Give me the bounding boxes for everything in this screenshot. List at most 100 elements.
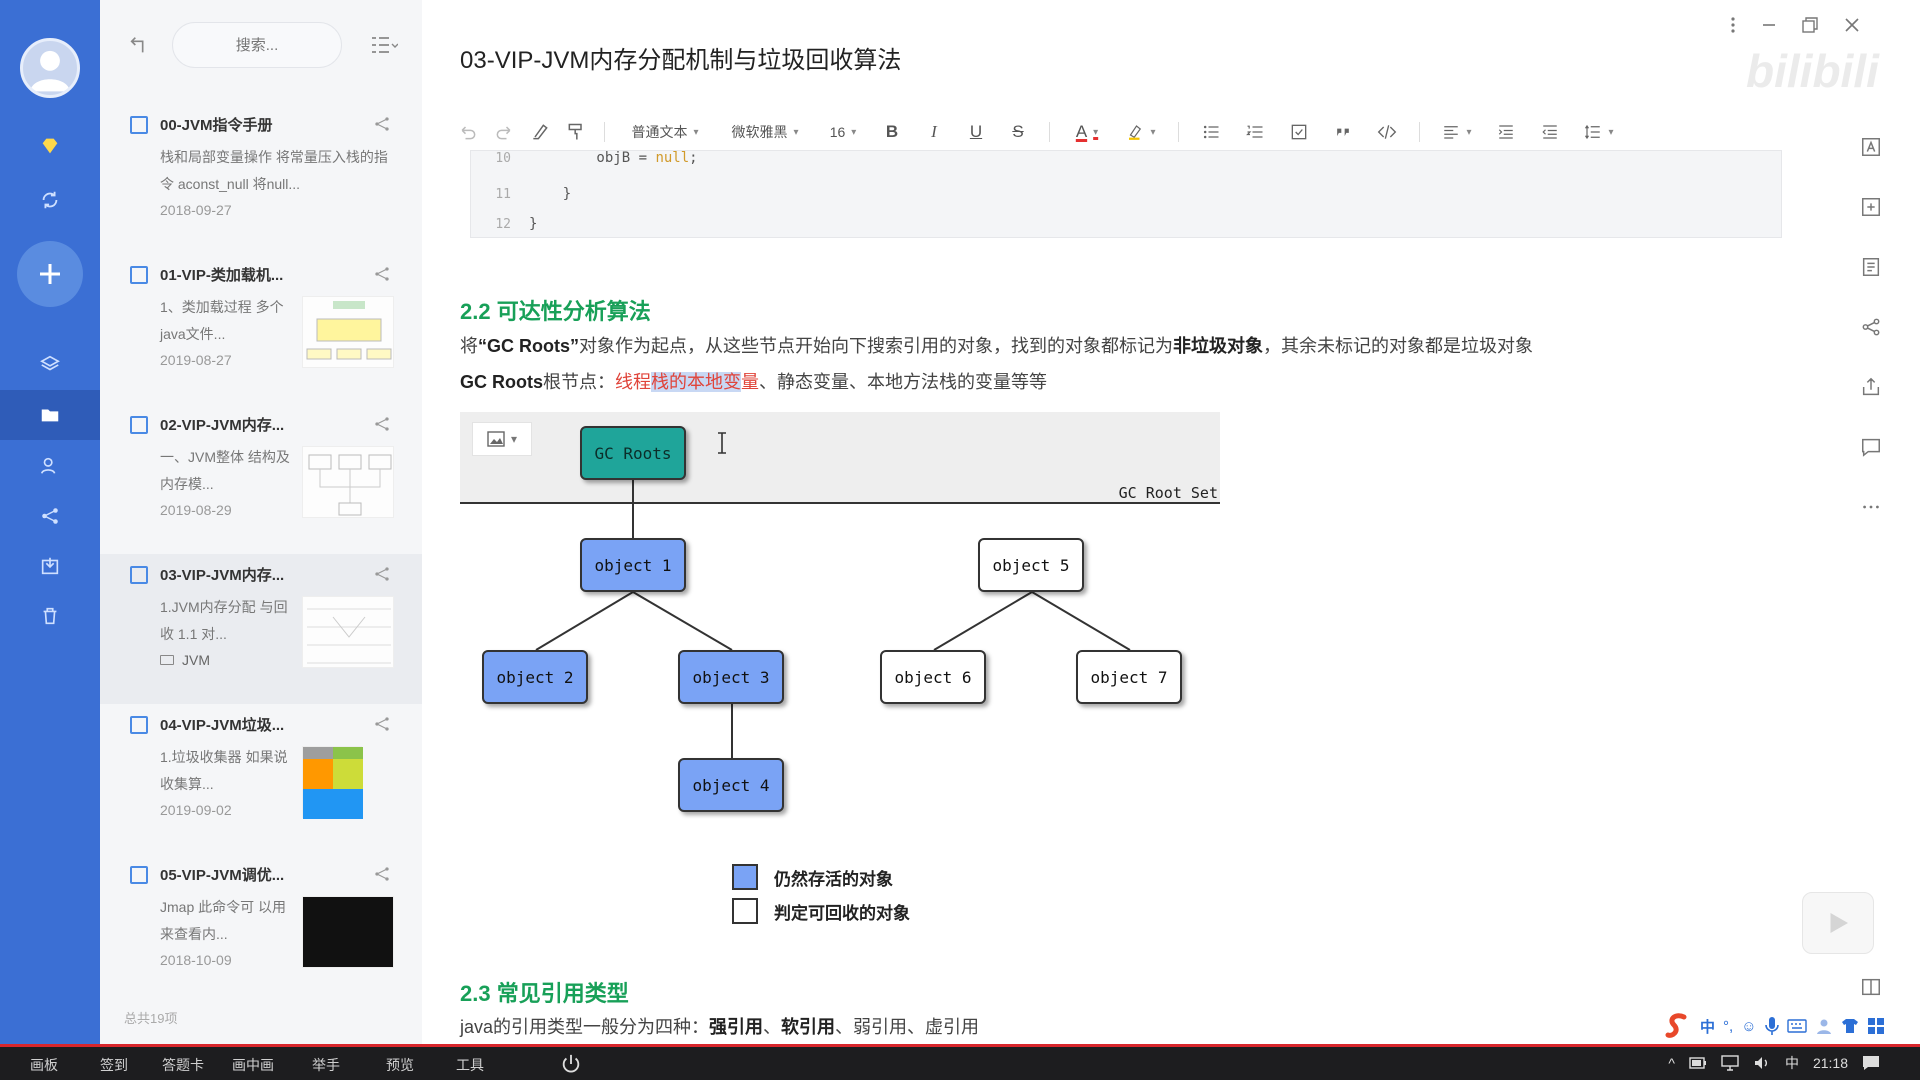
- avatar[interactable]: [20, 38, 80, 98]
- taskbar-item-pip[interactable]: 画中画: [232, 1057, 274, 1073]
- font-family-select[interactable]: 微软雅黑: [715, 112, 815, 152]
- note-date: 2018-10-09: [160, 952, 232, 968]
- diagram-edges: [535, 480, 1131, 758]
- node-object-3: object 3: [678, 650, 784, 704]
- undo-icon[interactable]: [450, 112, 486, 152]
- note-item[interactable]: 01-VIP-类加载机... 1、类加载过程 多个java文件... 2019-…: [100, 254, 422, 404]
- input-language[interactable]: 中: [1784, 1055, 1799, 1071]
- note-title: 05-VIP-JVM调优...: [160, 867, 285, 884]
- emoji-icon[interactable]: ☺: [1741, 1017, 1757, 1035]
- microphone-icon[interactable]: [1764, 1016, 1779, 1036]
- share-icon[interactable]: [372, 714, 392, 734]
- share-icon[interactable]: [372, 114, 392, 134]
- search-input[interactable]: [172, 22, 342, 68]
- taskbar-item-answer-card[interactable]: 答题卡: [162, 1057, 204, 1073]
- note-item-selected[interactable]: 03-VIP-JVM内存... 1.JVM内存分配 与回收 1.1 对... J…: [100, 554, 422, 704]
- ime-language[interactable]: 中: [1700, 1018, 1716, 1036]
- image-menu-icon[interactable]: ▾: [472, 422, 532, 456]
- comment-icon[interactable]: [1858, 434, 1884, 460]
- font-size-select[interactable]: 16: [815, 112, 871, 152]
- outline-icon[interactable]: [1858, 254, 1884, 280]
- underline-button[interactable]: U: [969, 122, 983, 141]
- code-icon[interactable]: [1365, 112, 1409, 152]
- insert-icon[interactable]: [1858, 194, 1884, 220]
- note-item[interactable]: 05-VIP-JVM调优... Jmap 此命令可 以用来查看内... 2018…: [100, 854, 422, 1004]
- chevron-up-icon[interactable]: ^: [1668, 1055, 1675, 1071]
- note-item[interactable]: 04-VIP-JVM垃圾... 1.垃圾收集器 如果说收集算... 2019-0…: [100, 704, 422, 854]
- folder-icon[interactable]: [0, 390, 100, 440]
- share-icon[interactable]: [372, 414, 392, 434]
- user-group-icon[interactable]: [0, 446, 100, 486]
- split-view-icon[interactable]: [1858, 974, 1884, 1000]
- node-object-4: object 4: [678, 758, 784, 812]
- quote-icon[interactable]: [1321, 112, 1365, 152]
- code-text: objB =: [529, 150, 656, 166]
- punctuation-icon[interactable]: °,: [1723, 1017, 1734, 1035]
- note-item[interactable]: 02-VIP-JVM内存... 一、JVM整体 结构及内存模... 2019-0…: [100, 404, 422, 554]
- font-color-button[interactable]: A: [1060, 112, 1114, 152]
- taskbar-item-tools[interactable]: 工具: [456, 1057, 484, 1073]
- note-item[interactable]: 00-JVM指令手册 栈和局部变量操作 将常量压入栈的指令 aconst_nul…: [100, 104, 422, 254]
- align-icon[interactable]: [1430, 112, 1484, 152]
- list-view-icon[interactable]: [370, 34, 398, 56]
- battery-icon[interactable]: [1689, 1056, 1707, 1070]
- taskbar-item-raise-hand[interactable]: 举手: [312, 1057, 340, 1073]
- power-icon[interactable]: [560, 1053, 582, 1075]
- sync-icon[interactable]: [0, 180, 100, 220]
- checkbox-icon[interactable]: [1277, 112, 1321, 152]
- kebab-menu-icon[interactable]: [1730, 16, 1736, 34]
- trash-icon[interactable]: [0, 596, 100, 636]
- user-icon[interactable]: [1815, 1017, 1833, 1035]
- eraser-icon[interactable]: [522, 112, 558, 152]
- legend-label: 仍然存活的对象: [774, 869, 893, 889]
- strikethrough-button[interactable]: S: [1012, 122, 1024, 141]
- taskbar-item-checkin[interactable]: 签到: [100, 1057, 128, 1073]
- line-height-icon[interactable]: [1572, 112, 1626, 152]
- note-title: 02-VIP-JVM内存...: [160, 417, 285, 434]
- toolbox-icon[interactable]: [1867, 1017, 1885, 1035]
- back-up-icon[interactable]: [128, 34, 150, 56]
- share-icon[interactable]: [372, 264, 392, 284]
- new-note-button[interactable]: [17, 241, 83, 307]
- indent-icon[interactable]: [1484, 112, 1528, 152]
- redo-icon[interactable]: [486, 112, 522, 152]
- text-run: 根节点：: [543, 372, 615, 392]
- numbered-list-icon[interactable]: [1233, 112, 1277, 152]
- bold-button[interactable]: B: [885, 122, 899, 141]
- ime-toolbar: 中 °, ☺: [1662, 1010, 1885, 1042]
- layers-icon[interactable]: [0, 344, 100, 384]
- outdent-icon[interactable]: [1528, 112, 1572, 152]
- share-icon[interactable]: [0, 496, 100, 536]
- format-painter-icon[interactable]: [558, 112, 594, 152]
- restore-icon[interactable]: [1802, 17, 1818, 33]
- page-title[interactable]: 03-VIP-JVM内存分配机制与垃圾回收算法: [460, 47, 902, 74]
- network-icon[interactable]: [1721, 1055, 1739, 1071]
- code-block[interactable]: 10 objB = null; 11 } 12 }: [470, 150, 1782, 238]
- bullet-list-icon[interactable]: [1189, 112, 1233, 152]
- sogou-logo-icon[interactable]: [1662, 1011, 1692, 1041]
- note-title: 04-VIP-JVM垃圾...: [160, 717, 285, 734]
- video-play-button[interactable]: [1802, 892, 1874, 954]
- italic-button[interactable]: I: [931, 122, 937, 141]
- share-icon[interactable]: [1858, 314, 1884, 340]
- legend-swatch-collectable: [732, 898, 758, 924]
- export-icon[interactable]: [1858, 374, 1884, 400]
- more-icon[interactable]: [1858, 494, 1884, 520]
- taskbar-item-preview[interactable]: 预览: [386, 1057, 414, 1073]
- minimize-icon[interactable]: [1762, 18, 1776, 32]
- taskbar-item-board[interactable]: 画板: [30, 1057, 58, 1073]
- share-icon[interactable]: [372, 864, 392, 884]
- notification-icon[interactable]: [1862, 1055, 1880, 1071]
- keyboard-icon[interactable]: [1786, 1019, 1807, 1033]
- volume-icon[interactable]: [1753, 1055, 1771, 1071]
- font-panel-icon[interactable]: [1858, 134, 1884, 160]
- import-icon[interactable]: [0, 546, 100, 586]
- highlight-icon[interactable]: [1114, 112, 1168, 152]
- paragraph-style-select[interactable]: 普通文本: [615, 112, 715, 152]
- share-icon[interactable]: [372, 564, 392, 584]
- gc-roots-diagram[interactable]: ▾ GC Root Set GC Roots object 1 object 2…: [460, 412, 1220, 940]
- clock[interactable]: 21:18: [1812, 1055, 1848, 1071]
- close-icon[interactable]: [1844, 17, 1860, 33]
- skin-icon[interactable]: [1841, 1017, 1859, 1035]
- vip-diamond-icon[interactable]: [0, 126, 100, 166]
